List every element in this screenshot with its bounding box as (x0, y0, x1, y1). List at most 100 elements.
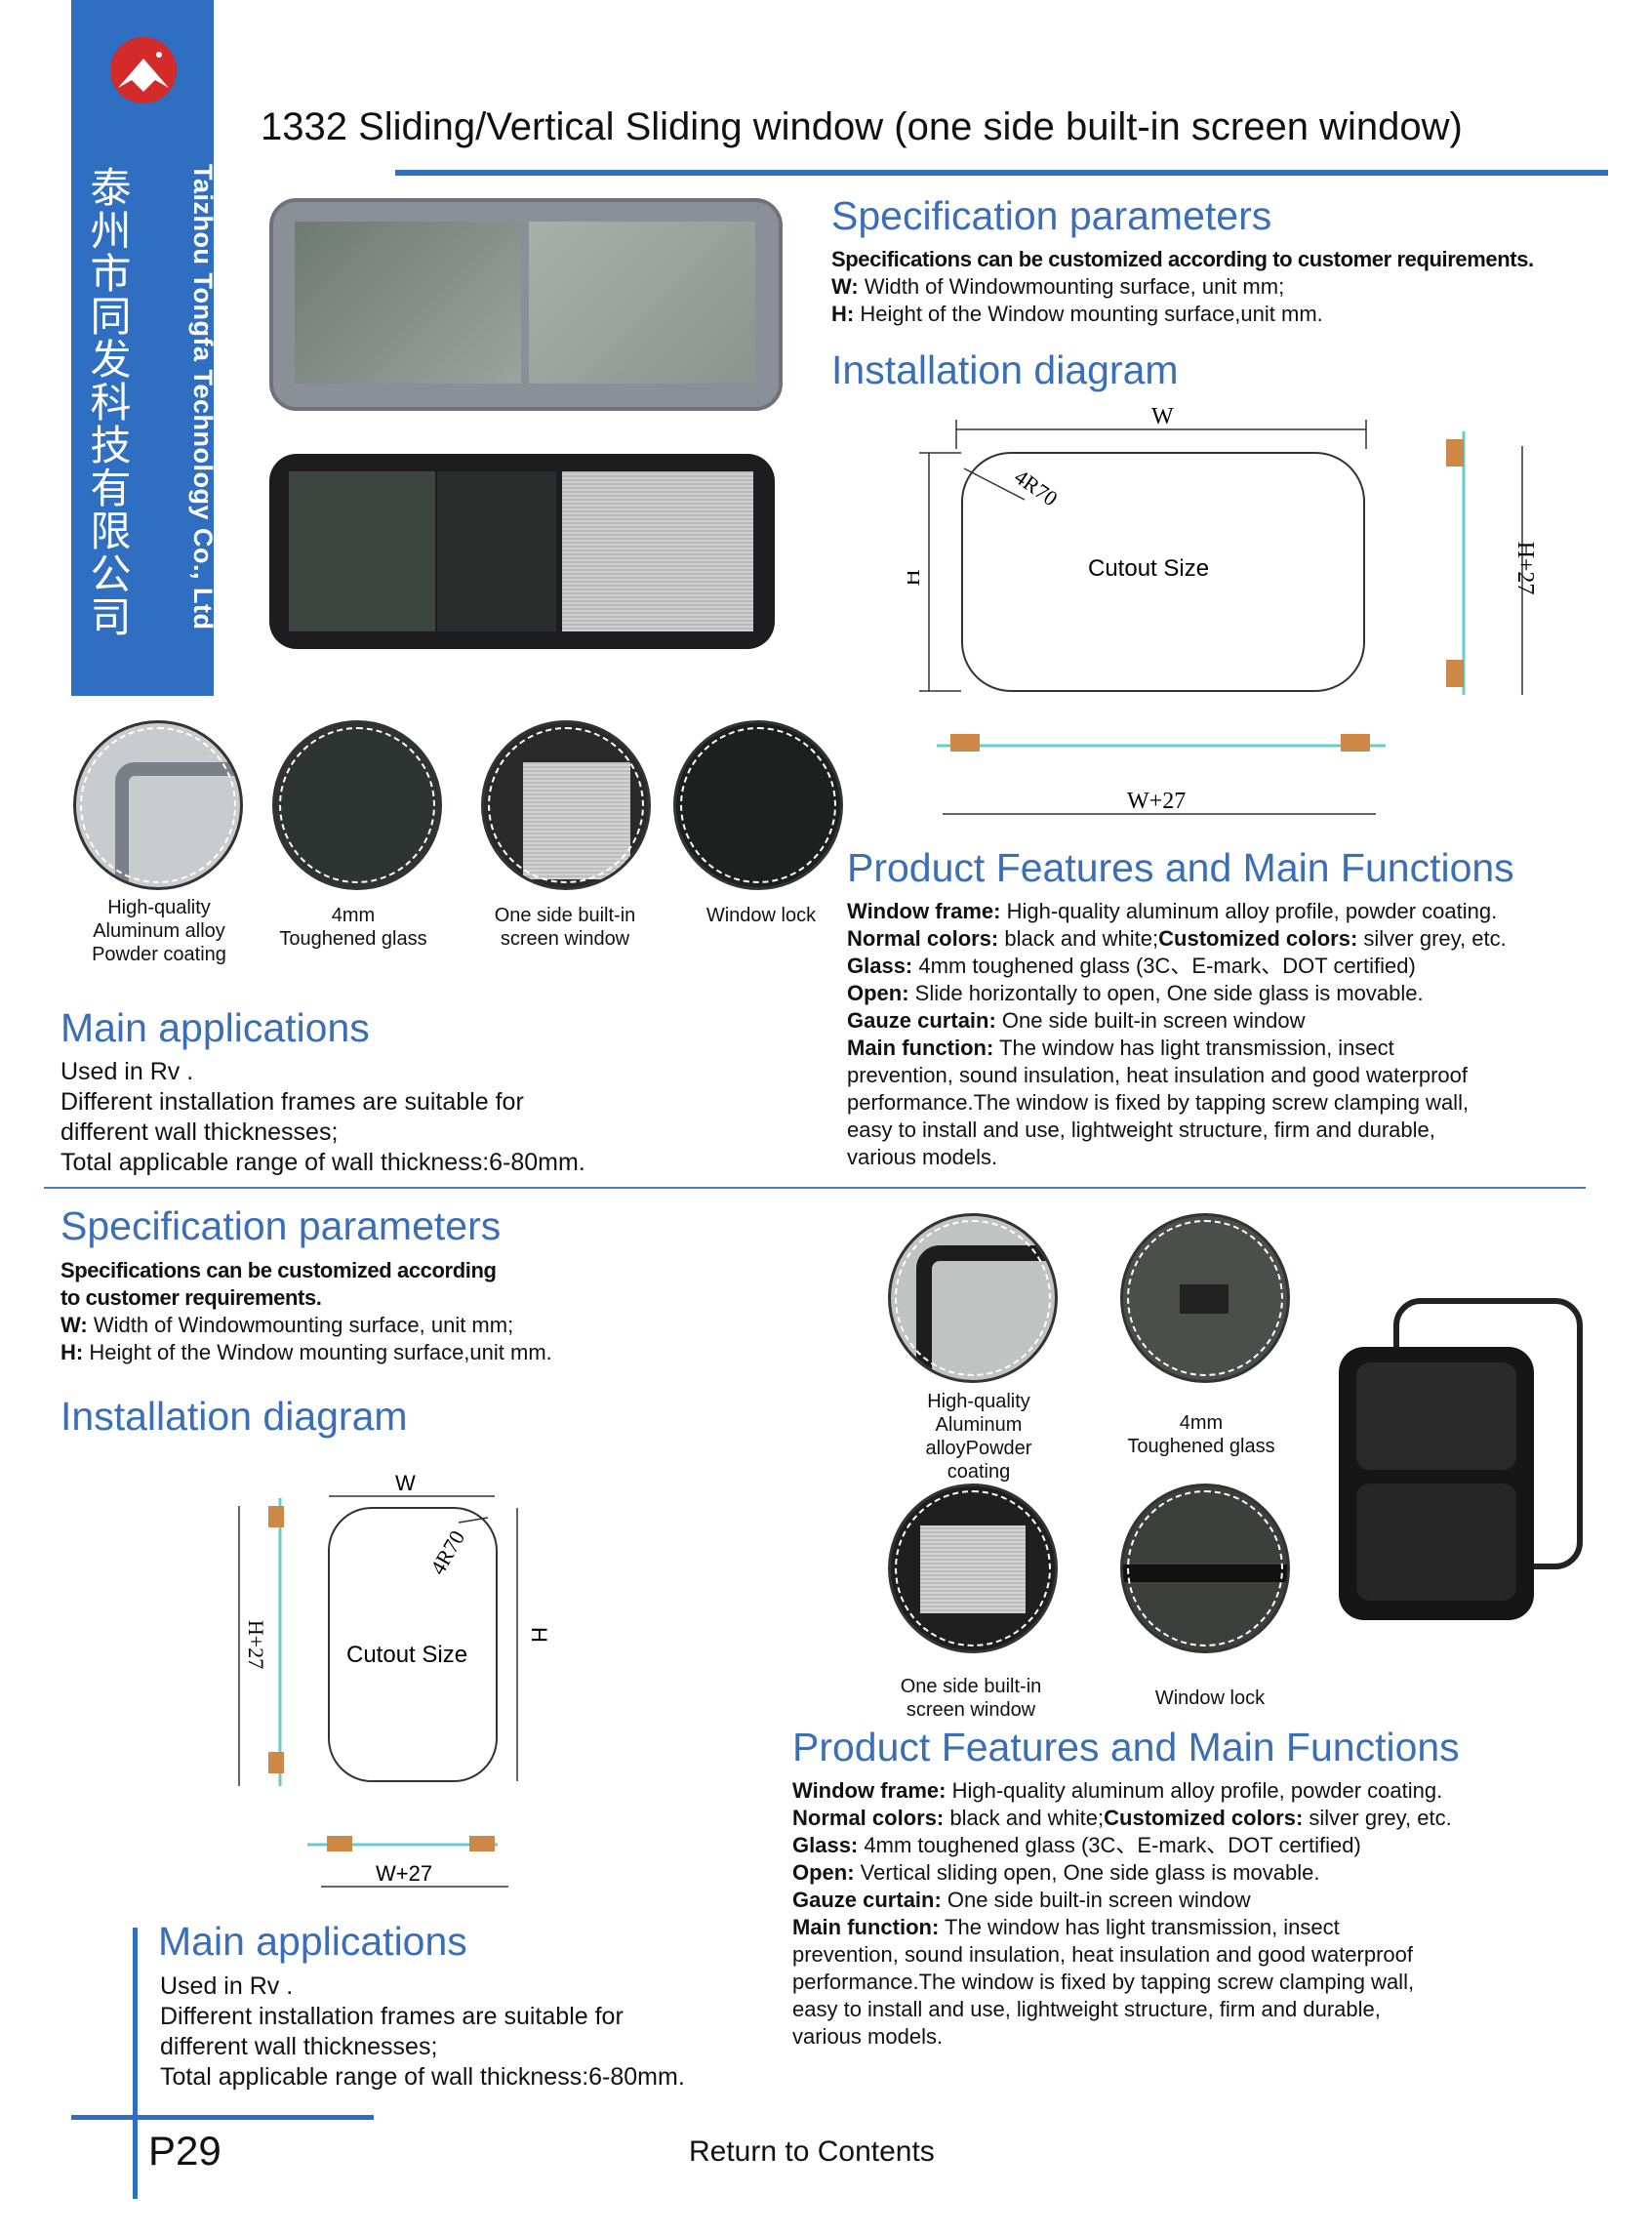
caption-line: Window lock (1154, 1687, 1266, 1709)
label: Customized colors: (1104, 1806, 1304, 1830)
h-text: Height of the Window mounting surface,un… (854, 302, 1323, 326)
cutout-label: Cutout Size (1088, 555, 1209, 582)
section-divider (44, 1187, 1586, 1189)
value: performance.The window is fixed by tappi… (792, 1970, 1415, 1994)
label: Normal colors: (792, 1806, 945, 1830)
top-apps-title: Main applications (60, 1005, 370, 1050)
caption-line: High-quality (107, 897, 211, 918)
value: One side built-in screen window (941, 1888, 1251, 1912)
detail-circle-lock (673, 720, 843, 890)
top-features-body: Window frame: High-quality aluminum allo… (847, 898, 1507, 1171)
detail-circle-glass-vertical (1120, 1213, 1290, 1383)
caption-line: Powder coating (92, 944, 226, 965)
label: Glass: (847, 954, 913, 978)
product-photo-grey-window (269, 198, 783, 411)
product-photo-vertical-window (1339, 1298, 1583, 1620)
caption-line: screen window (500, 928, 630, 950)
app-line: Total applicable range of wall thickness… (60, 1149, 585, 1176)
value: 4mm toughened glass (3C、E-mark、DOT certi… (912, 954, 1416, 978)
label: Normal colors: (847, 926, 999, 951)
caption-line: High-quality (927, 1391, 1030, 1412)
value: black and white; (944, 1806, 1105, 1830)
value: various models. (847, 1145, 998, 1169)
caption-line: One side built-in (900, 1676, 1042, 1697)
caption-line: Toughened glass (1127, 1436, 1275, 1457)
caption-line: One side built-in (494, 905, 636, 926)
product-photo-black-window (269, 454, 775, 649)
w-text: Width of Windowmounting surface, unit mm… (858, 274, 1285, 299)
dim-w: W (1151, 404, 1174, 429)
bottom-features-body: Window frame: High-quality aluminum allo… (792, 1777, 1452, 2051)
footer-rule-horizontal (71, 2115, 374, 2120)
spec-note: Specifications can be customized accordi… (60, 1258, 497, 1282)
value: black and white; (998, 926, 1159, 951)
caption-aluminum-vertical: High-quality Aluminum alloyPowder coatin… (896, 1390, 1062, 1484)
bottom-install-title: Installation diagram (60, 1394, 408, 1439)
bottom-spec-title: Specification parameters (60, 1203, 502, 1248)
value: prevention, sound insulation, heat insul… (792, 1942, 1414, 1967)
w-label: W: (60, 1313, 88, 1337)
label: Main function: (847, 1036, 994, 1060)
footer-rule-vertical (133, 2111, 138, 2199)
caption-lock-vertical: Window lock (1132, 1687, 1288, 1710)
h-label: H: (831, 302, 855, 326)
spec-note: Specifications can be customized accordi… (831, 247, 1534, 271)
top-install-diagram: W H 4R70 Cutout Size H+27 W+27 (907, 404, 1538, 815)
page-number: P29 (148, 2128, 222, 2174)
company-name-english: Taizhou Tongfa Technology Co., Ltd (188, 164, 218, 630)
bottom-spec-body: Specifications can be customized accordi… (60, 1257, 552, 1366)
caption-line: 4mm (331, 905, 376, 926)
value: 4mm toughened glass (3C、E-mark、DOT certi… (858, 1833, 1361, 1857)
dim-h27: H+27 (1512, 542, 1538, 595)
caption-line: coating (947, 1461, 1011, 1483)
dim-radius: 4R70 (425, 1526, 469, 1579)
value: performance.The window is fixed by tappi… (847, 1090, 1470, 1115)
label: Customized colors: (1158, 926, 1358, 951)
top-features-title: Product Features and Main Functions (847, 845, 1514, 890)
page-title: 1332 Sliding/Vertical Sliding window (on… (261, 105, 1463, 148)
label: Open: (792, 1860, 855, 1885)
top-install-title: Installation diagram (831, 347, 1179, 392)
company-name-chinese: 泰州市同发科技有限公司 (84, 166, 132, 638)
label: Gauze curtain: (847, 1008, 996, 1033)
caption-line: screen window (906, 1699, 1036, 1721)
app-line: Total applicable range of wall thickness… (160, 2063, 685, 2091)
dim-w27: W+27 (376, 1861, 432, 1886)
app-line: Used in Rv . (160, 1972, 294, 2000)
bottom-apps-title: Main applications (158, 1919, 467, 1964)
dim-h: H (527, 1627, 551, 1643)
label: Gauze curtain: (792, 1888, 942, 1912)
value: High-quality aluminum alloy profile, pow… (946, 1778, 1443, 1803)
dim-w27: W+27 (1127, 789, 1186, 814)
value: easy to install and use, lightweight str… (847, 1118, 1435, 1142)
h-text: Height of the Window mounting surface,un… (83, 1340, 552, 1364)
value: The window has light transmission, insec… (993, 1036, 1394, 1060)
dim-radius: 4R70 (1010, 465, 1062, 511)
dim-w: W (395, 1471, 416, 1495)
bottom-apps-body: Used in Rv . Different installation fram… (160, 1972, 685, 2093)
w-label: W: (831, 274, 859, 299)
value: easy to install and use, lightweight str… (792, 1997, 1381, 2021)
dim-h27: H+27 (244, 1620, 268, 1669)
caption-screen-vertical: One side built-in screen window (878, 1675, 1064, 1722)
label: Window frame: (847, 899, 1001, 923)
caption-glass-vertical: 4mm Toughened glass (1108, 1411, 1294, 1458)
value: Vertical sliding open, One side glass is… (854, 1860, 1320, 1885)
detail-circle-screen-vertical (888, 1484, 1058, 1653)
app-line: Different installation frames are suitab… (60, 1088, 524, 1116)
detail-circle-aluminum (73, 720, 243, 890)
app-line: different wall thicknesses; (160, 2033, 438, 2060)
cutout-label: Cutout Size (346, 1642, 467, 1668)
caption-line: 4mm (1179, 1412, 1224, 1434)
value: Slide horizontally to open, One side gla… (908, 981, 1424, 1005)
caption-lock: Window lock (683, 904, 839, 927)
caption-line: Aluminum (935, 1414, 1023, 1436)
label: Glass: (792, 1833, 859, 1857)
detail-circle-lock-vertical (1120, 1484, 1290, 1653)
value: High-quality aluminum alloy profile, pow… (1000, 899, 1498, 923)
label: Open: (847, 981, 909, 1005)
return-to-contents-link[interactable]: Return to Contents (689, 2135, 935, 2168)
h-label: H: (60, 1340, 84, 1364)
top-apps-body: Used in Rv . Different installation fram… (60, 1057, 585, 1178)
caption-line: Window lock (705, 905, 817, 926)
